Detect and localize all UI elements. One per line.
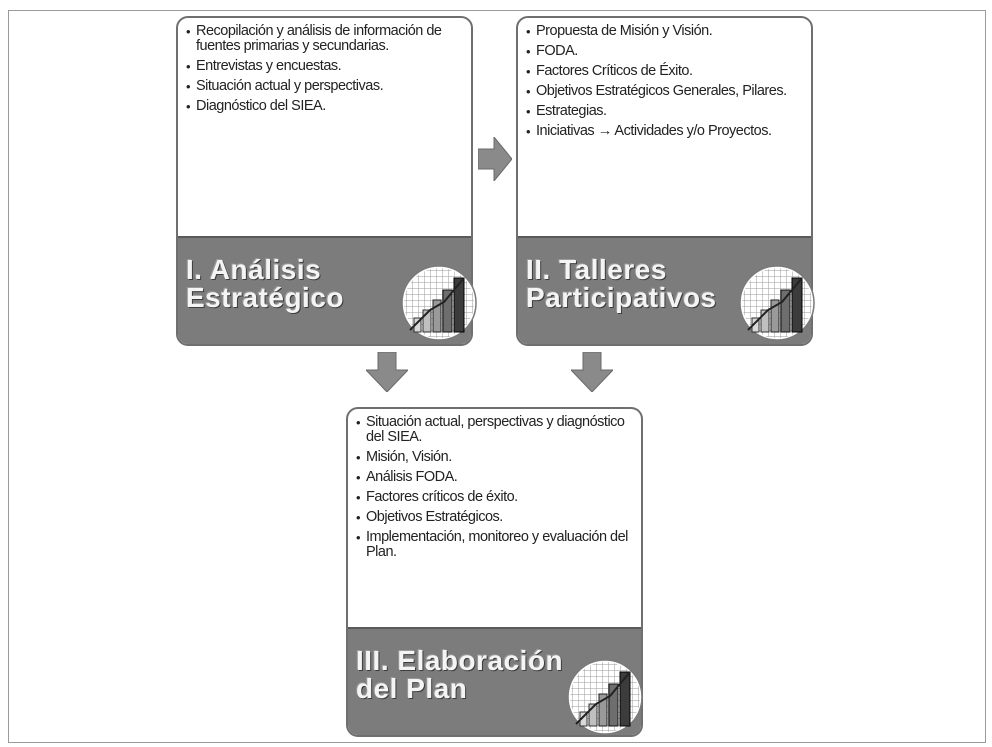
right-arrow-icon	[478, 137, 512, 181]
bullet-item: Objetivos Estratégicos Generales, Pilare…	[526, 84, 803, 100]
bullet-item: Estrategias.	[526, 104, 803, 120]
bullet-item: Objetivos Estratégicos.	[356, 510, 633, 526]
bullet-list: Situación actual, perspectivas y diagnós…	[348, 409, 641, 565]
bullet-item: Misión, Visión.	[356, 450, 633, 466]
bar-chart-icon	[401, 265, 477, 341]
bullet-item: Entrevistas y encuestas.	[186, 59, 463, 75]
bar-chart-icon	[739, 265, 815, 341]
card-title: I. Análisis Estratégico	[186, 254, 344, 313]
bullet-item: Factores críticos de éxito.	[356, 490, 633, 506]
bullet-item: Análisis FODA.	[356, 470, 633, 486]
bar-chart-icon	[567, 659, 643, 735]
bullet-item: Iniciativas → Actividades y/o Proyectos.	[526, 124, 803, 140]
card-title: III. Elaboración del Plan	[356, 645, 564, 704]
bullet-list: Recopilación y análisis de información d…	[178, 18, 471, 119]
down-arrow-icon	[571, 352, 613, 392]
bullet-item: Implementación, monitoreo y evaluación d…	[356, 530, 633, 560]
down-arrow-icon	[366, 352, 408, 392]
bullet-item: Situación actual, perspectivas y diagnós…	[356, 415, 633, 445]
bullet-item: Diagnóstico del SIEA.	[186, 99, 463, 115]
bullet-item: FODA.	[526, 44, 803, 60]
diagram-frame	[8, 10, 986, 743]
bullet-item: Situación actual y perspectivas.	[186, 79, 463, 95]
bullet-item: Propuesta de Misión y Visión.	[526, 24, 803, 40]
bullet-item: Factores Críticos de Éxito.	[526, 64, 803, 80]
bullet-item: Recopilación y análisis de información d…	[186, 24, 463, 54]
bullet-list: Propuesta de Misión y Visión. FODA. Fact…	[518, 18, 811, 144]
card-title: II. Talleres Participativos	[526, 254, 717, 313]
